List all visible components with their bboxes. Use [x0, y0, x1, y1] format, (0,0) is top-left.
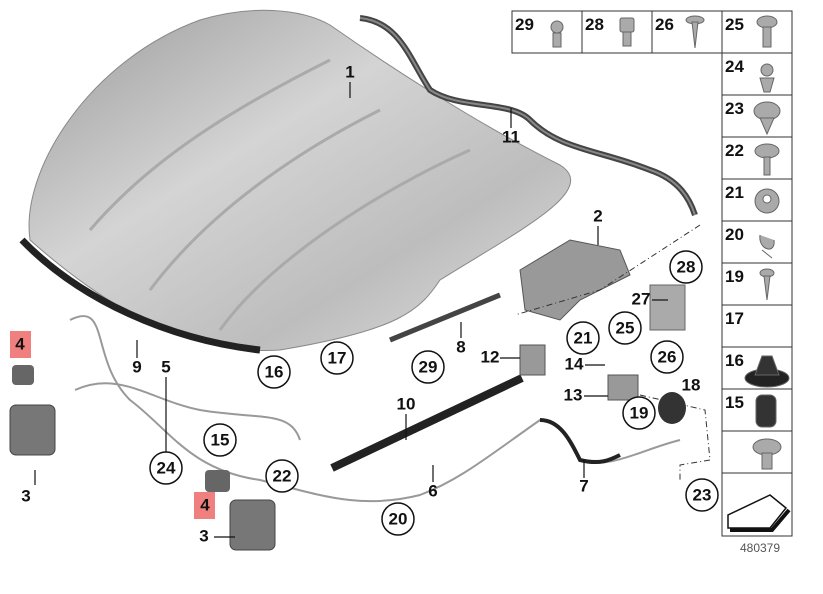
callout-labels: 1 11 2 8 9 5 12 14 13 10 27 18 7 6 3 3 4…	[10, 62, 700, 545]
circled-callouts	[149, 250, 719, 536]
grid-label-19: 19	[725, 267, 744, 286]
grid-label-23: 23	[725, 99, 744, 118]
highlight-box	[194, 492, 215, 519]
gas-strut	[389, 292, 501, 343]
grid-label-17: 17	[725, 309, 744, 328]
grid-label-26: 26	[655, 15, 674, 34]
callout-24: 24	[157, 458, 176, 477]
grid-part-icons	[550, 15, 790, 470]
grid-label-21: 21	[725, 183, 744, 202]
highlight-box	[10, 331, 31, 358]
part-18	[658, 392, 686, 424]
callout-27: 27	[632, 289, 651, 308]
arrow-shadow	[730, 508, 791, 532]
cable-2	[74, 382, 301, 441]
grid-label-25: 25	[725, 15, 744, 34]
switch-left	[12, 365, 34, 385]
grid-label-20: 20	[725, 225, 744, 244]
front-seal	[19, 237, 261, 354]
callout-2: 2	[593, 206, 602, 225]
lock-left	[9, 404, 56, 456]
callout-17: 17	[328, 348, 347, 367]
part-12	[519, 344, 546, 376]
diagram-number: 480379	[740, 541, 780, 555]
callout-8: 8	[456, 337, 465, 356]
parts-grid	[511, 10, 793, 474]
callout-4-highlighted: 4	[15, 334, 25, 353]
callout-3: 3	[21, 486, 30, 505]
callout-23: 23	[693, 485, 712, 504]
hose	[330, 374, 524, 472]
part-27	[649, 284, 686, 331]
callout-21: 21	[574, 328, 593, 347]
grid-label-29: 29	[515, 15, 534, 34]
arrow-cell	[721, 472, 793, 537]
grid-label-24: 24	[725, 57, 744, 76]
callout-19: 19	[630, 403, 649, 422]
hinge	[519, 239, 631, 321]
callout-14: 14	[565, 354, 584, 373]
lock-right	[229, 499, 276, 551]
callout-13: 13	[564, 385, 583, 404]
callout-12: 12	[481, 347, 500, 366]
callout-7: 7	[579, 476, 588, 495]
callout-6: 6	[428, 481, 437, 500]
callout-22: 22	[273, 466, 292, 485]
grid-label-28: 28	[585, 15, 604, 34]
callout-29: 29	[419, 357, 438, 376]
callout-9: 9	[132, 357, 141, 376]
callout-25: 25	[616, 318, 635, 337]
callout-18: 18	[682, 375, 701, 394]
callout-11: 11	[502, 127, 520, 146]
callout-20: 20	[389, 509, 408, 528]
switch-right	[205, 470, 230, 492]
cable-sheath	[539, 418, 621, 465]
arrow-icon	[727, 494, 788, 529]
leader-lines	[34, 82, 668, 538]
callout-4-highlighted: 4	[200, 495, 210, 514]
grid-label-22: 22	[725, 141, 744, 160]
hood-contours	[88, 58, 471, 331]
callout-28: 28	[677, 257, 696, 276]
callout-10: 10	[397, 394, 416, 413]
callout-5: 5	[161, 357, 170, 376]
callout-26: 26	[658, 347, 677, 366]
part-13	[607, 374, 639, 401]
grid-label-15: 15	[725, 393, 744, 412]
callout-3: 3	[199, 526, 208, 545]
dash-leaders	[514, 224, 711, 480]
callout-16: 16	[265, 362, 284, 381]
callout-15: 15	[211, 430, 230, 449]
grid-label-16: 16	[725, 351, 744, 370]
callout-1: 1	[345, 62, 354, 81]
